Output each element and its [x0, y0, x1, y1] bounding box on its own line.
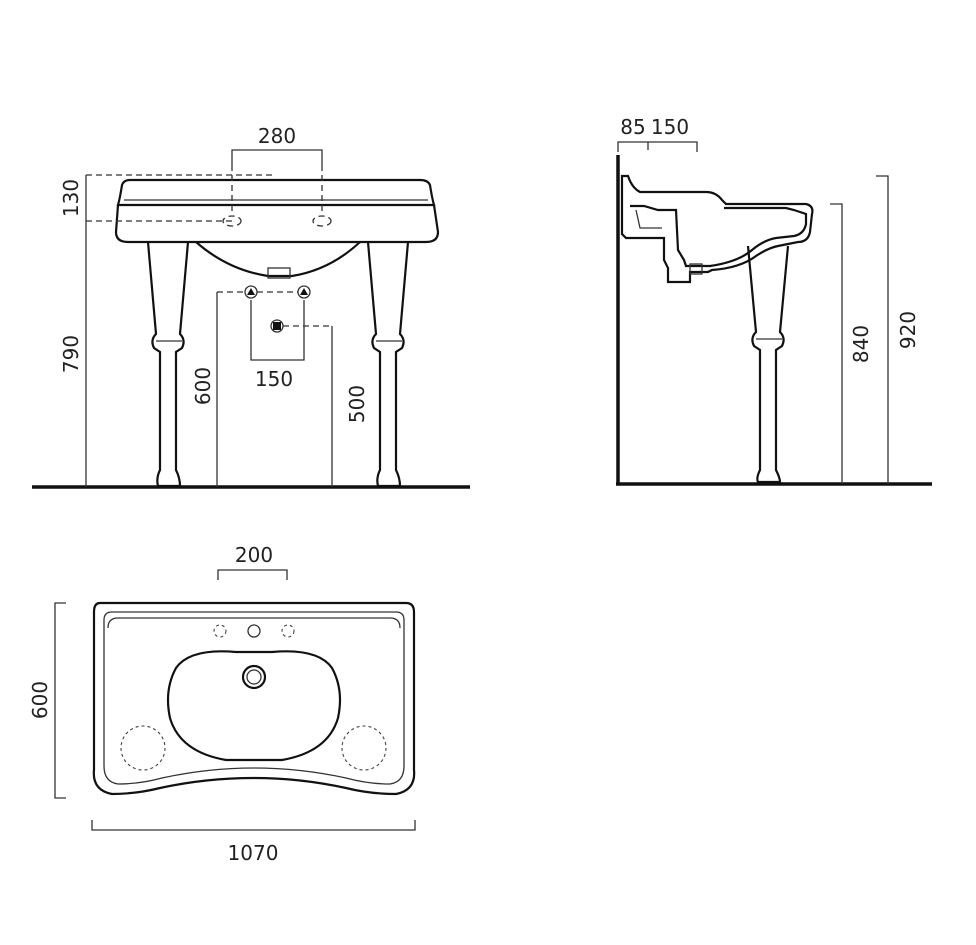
front-dim-790-label: 790 [59, 335, 83, 373]
top-basin-inner [103, 611, 405, 785]
side-dim-840-line [830, 203, 843, 484]
side-leg [746, 245, 790, 484]
front-dim-150-label: 150 [255, 367, 293, 391]
side-dim-920-line [876, 175, 889, 484]
top-dim-200-label: 200 [235, 543, 273, 567]
side-view: 85 150 840 920 [616, 115, 932, 486]
front-dim-500-label: 500 [345, 385, 369, 423]
top-tap-hole-left [213, 624, 227, 638]
front-view: 280 130 790 600 150 500 [32, 124, 470, 489]
front-waste-outlet [267, 267, 291, 279]
front-leg-right [366, 241, 410, 488]
top-basin-bowl [166, 650, 342, 762]
top-leg-footprint-right [341, 725, 387, 771]
side-dim-150-label: 150 [651, 115, 689, 139]
side-basin-inner [630, 204, 808, 268]
top-dim-600-line [54, 602, 66, 799]
front-dim-130-label: 130 [59, 179, 83, 217]
side-dim-920-label: 920 [896, 311, 920, 349]
top-dim-1070-line [91, 820, 416, 831]
side-dim-840-label: 840 [849, 325, 873, 363]
top-basin-deck [107, 617, 401, 629]
front-dim-150-line [250, 300, 305, 361]
top-leg-footprint-left [120, 725, 166, 771]
front-dim-600-label: 600 [191, 367, 215, 405]
front-basin-band [114, 204, 440, 244]
top-drain-icon [241, 664, 267, 690]
top-dim-600-label: 600 [28, 681, 52, 719]
side-dim-85-label: 85 [620, 115, 645, 139]
front-basin-top [116, 178, 436, 207]
top-basin-outer [92, 601, 416, 796]
top-dim-1070-label: 1070 [228, 841, 279, 865]
top-tap-hole-right [281, 624, 295, 638]
top-drain-inner [246, 669, 262, 685]
top-tap-hole-center [247, 624, 261, 638]
front-dim-280-label: 280 [258, 124, 296, 148]
side-waste-pipe [689, 263, 703, 275]
side-dim-top-line [617, 141, 698, 152]
top-view: 200 600 1070 [28, 543, 416, 865]
side-basin-outer [620, 174, 814, 284]
front-leg-left [146, 241, 190, 488]
front-tap-hole-right [312, 215, 332, 227]
front-dim-280-line [231, 149, 323, 165]
top-dim-200-line [217, 569, 288, 580]
front-basin-bowl [195, 241, 361, 278]
front-tap-hole-left [222, 215, 242, 227]
side-overflow [635, 209, 662, 229]
